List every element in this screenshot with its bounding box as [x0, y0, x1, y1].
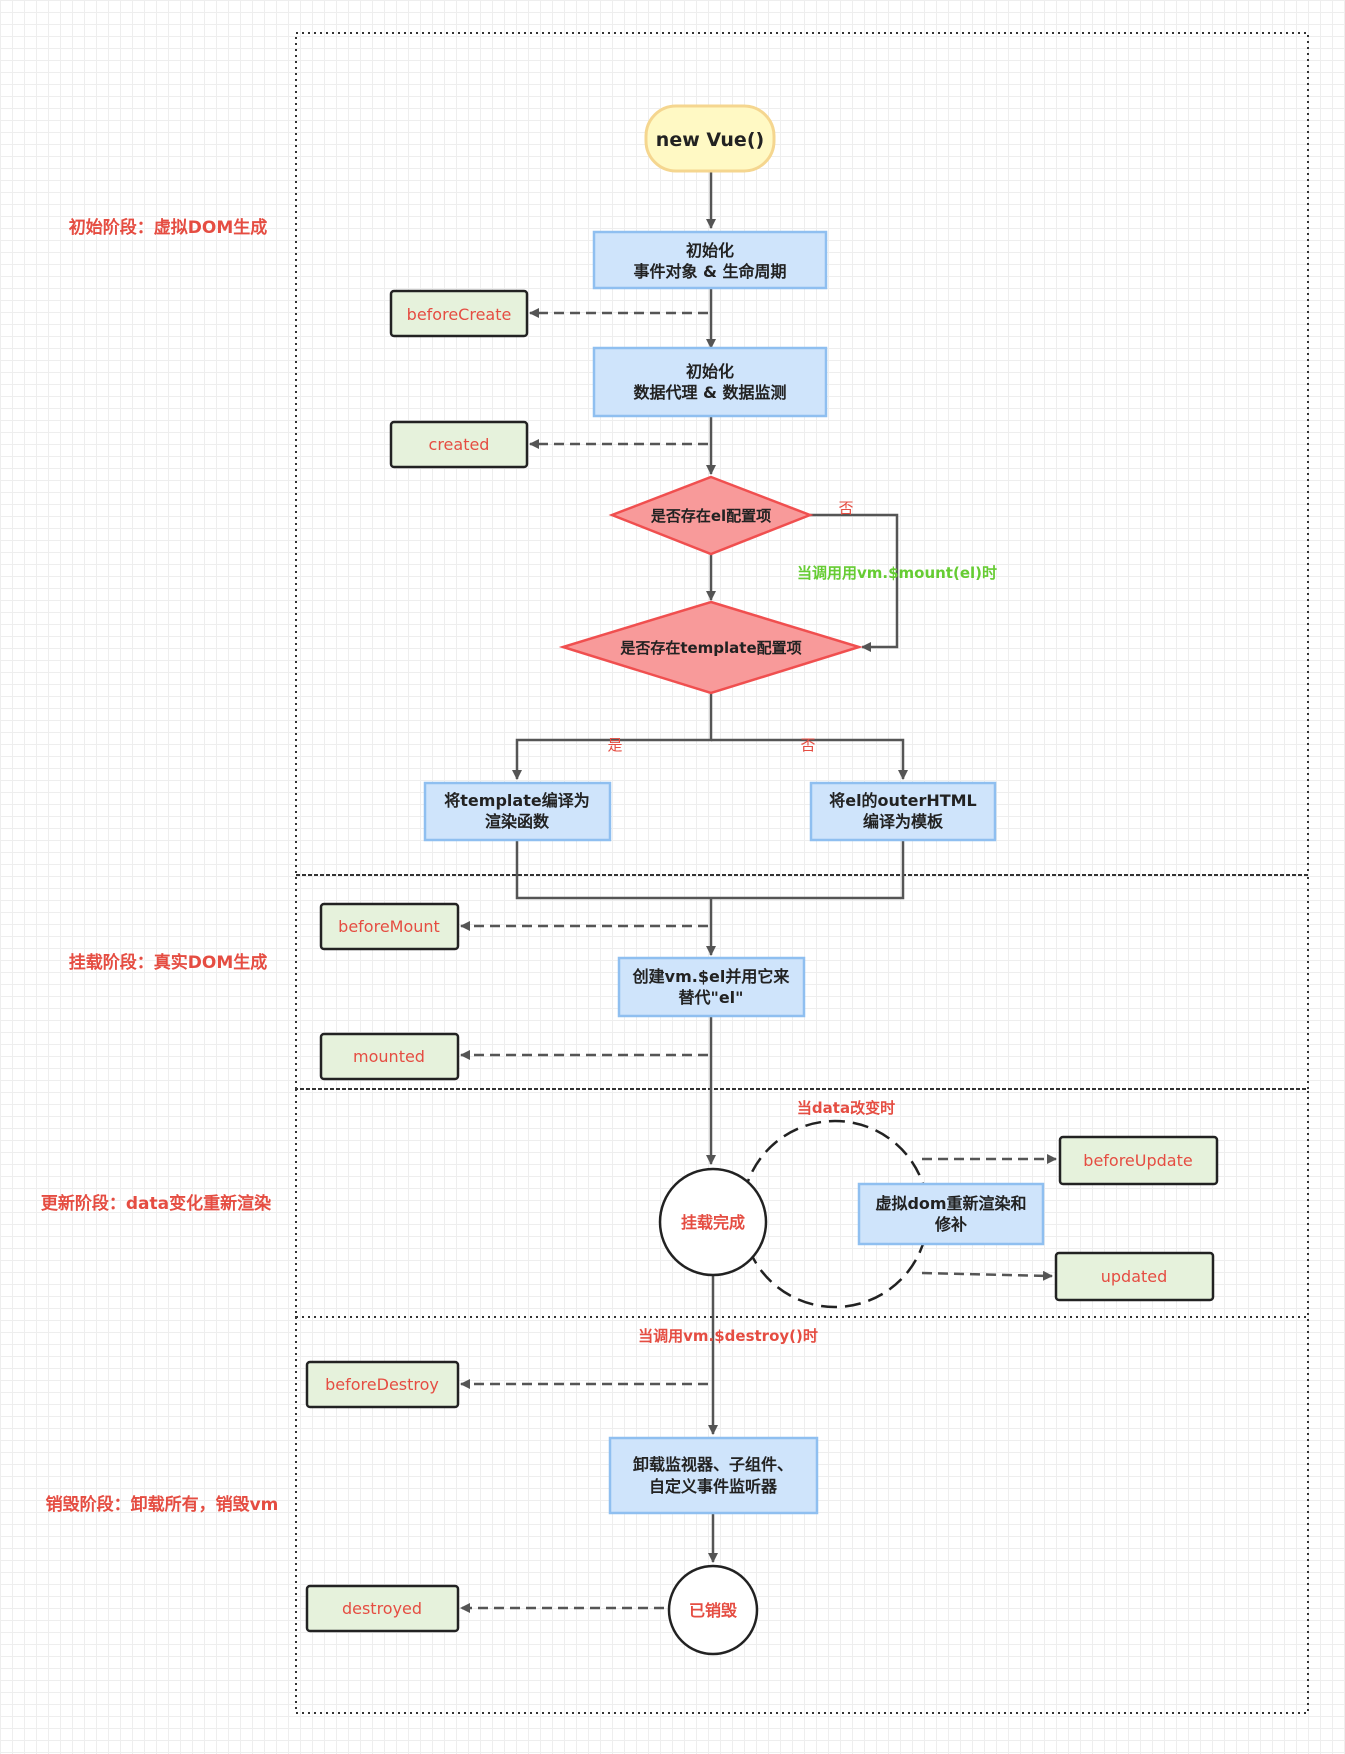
mounted-done-label: 挂载完成 [681, 1213, 745, 1232]
hook-created-label: created [429, 435, 490, 454]
edge-label-el-no: 否 [838, 499, 853, 517]
process-init1: 初始化 事件对象 & 生命周期 [592, 230, 828, 290]
process-compile-template-line2: 渲染函数 [485, 812, 550, 831]
process-init1-line2: 事件对象 & 生命周期 [633, 262, 786, 281]
hook-beforeUpdate: beforeUpdate [1058, 1135, 1219, 1186]
destroyed-node-label: 已销毁 [689, 1601, 738, 1620]
process-compile-outer: 将el的outerHTML 编译为模板 [809, 781, 997, 842]
edges [512, 171, 908, 1563]
edge-template-no [711, 738, 908, 780]
mount-phase-frame [295, 874, 1309, 1090]
hook-beforeCreate: beforeCreate [389, 289, 529, 338]
edge-el-no-to-template [810, 513, 899, 652]
process-init1-line1: 初始化 [686, 241, 734, 260]
edge-merge-to-create-el [515, 840, 905, 900]
destroy-phase-frame [295, 1316, 1309, 1714]
edge-label-when-mount: 当调用用vm.$mount(el)时 [797, 564, 997, 582]
process-vdom-patch-line1: 虚拟dom重新渲染和 [875, 1194, 1026, 1213]
destroy-phase-label: 销毁阶段：卸载所有，销毁vm [46, 1494, 279, 1515]
process-unmount-line2: 自定义事件监听器 [649, 1477, 778, 1496]
hook-destroyed: destroyed [305, 1584, 460, 1633]
hook-beforeCreate-label: beforeCreate [407, 305, 512, 324]
process-compile-template: 将template编译为 渲染函数 [423, 781, 612, 842]
phase-containers [295, 32, 1309, 1714]
process-init2-line2: 数据代理 & 数据监测 [633, 383, 786, 402]
destroyed-node: 已销毁 [667, 1564, 759, 1656]
hook-destroyed-label: destroyed [342, 1599, 422, 1618]
edge-label-when-destroy: 当调用vm.$destroy()时 [638, 1327, 818, 1345]
process-create-el-line1: 创建vm.$el并用它来 [632, 967, 791, 986]
hook-mounted: mounted [319, 1032, 460, 1081]
start-node: new Vue() [644, 104, 776, 173]
process-compile-template-line1: 将template编译为 [444, 791, 589, 810]
process-unmount-line1: 卸载监视器、子组件、 [633, 1455, 793, 1474]
decision-el-label: 是否存在el配置项 [650, 507, 771, 525]
hook-beforeDestroy-label: beforeDestroy [325, 1375, 439, 1394]
edge-label-yes: 是 [607, 736, 622, 754]
hook-edges [460, 308, 1057, 1613]
hook-updated: updated [1054, 1251, 1215, 1302]
start-node-label: new Vue() [656, 129, 764, 151]
process-unmount: 卸载监视器、子组件、 自定义事件监听器 [608, 1436, 819, 1515]
process-init2-line1: 初始化 [686, 362, 734, 381]
edge-label-data-change: 当data改变时 [797, 1099, 895, 1117]
mounted-done-node: 挂载完成 [658, 1167, 768, 1277]
process-compile-outer-line1: 将el的outerHTML [829, 791, 977, 810]
process-create-el-line2: 替代"el" [678, 988, 743, 1007]
phase-labels: 初始阶段：虚拟DOM生成 挂载阶段：真实DOM生成 更新阶段：data变化重新渲… [41, 217, 279, 1515]
hook-mounted-label: mounted [353, 1047, 425, 1066]
mount-phase-label: 挂载阶段：真实DOM生成 [69, 952, 267, 973]
hook-beforeDestroy: beforeDestroy [305, 1360, 460, 1409]
update-phase-label: 更新阶段：data变化重新渲染 [41, 1193, 271, 1214]
init-phase-label: 初始阶段：虚拟DOM生成 [69, 217, 267, 238]
process-init2: 初始化 数据代理 & 数据监测 [592, 346, 828, 418]
hook-beforeMount: beforeMount [319, 902, 460, 951]
hook-edge-updated [921, 1270, 1053, 1281]
decision-template: 是否存在template配置项 [558, 600, 864, 695]
process-compile-outer-line2: 编译为模板 [863, 812, 944, 831]
process-create-el: 创建vm.$el并用它来 替代"el" [617, 956, 806, 1018]
hook-beforeUpdate-label: beforeUpdate [1083, 1151, 1192, 1170]
process-vdom-patch: 虚拟dom重新渲染和 修补 [857, 1182, 1045, 1246]
decision-template-label: 是否存在template配置项 [619, 639, 801, 657]
decision-el: 是否存在el配置项 [608, 475, 814, 556]
edge-labels: 否 当调用用vm.$mount(el)时 是 否 当data改变时 当调用vm.… [607, 499, 997, 1345]
hook-updated-label: updated [1101, 1267, 1168, 1286]
edge-template-yes [512, 693, 713, 780]
hook-created: created [389, 420, 529, 469]
process-vdom-patch-line2: 修补 [934, 1215, 967, 1234]
hook-beforeMount-label: beforeMount [338, 917, 440, 936]
edge-label-no: 否 [800, 736, 815, 754]
